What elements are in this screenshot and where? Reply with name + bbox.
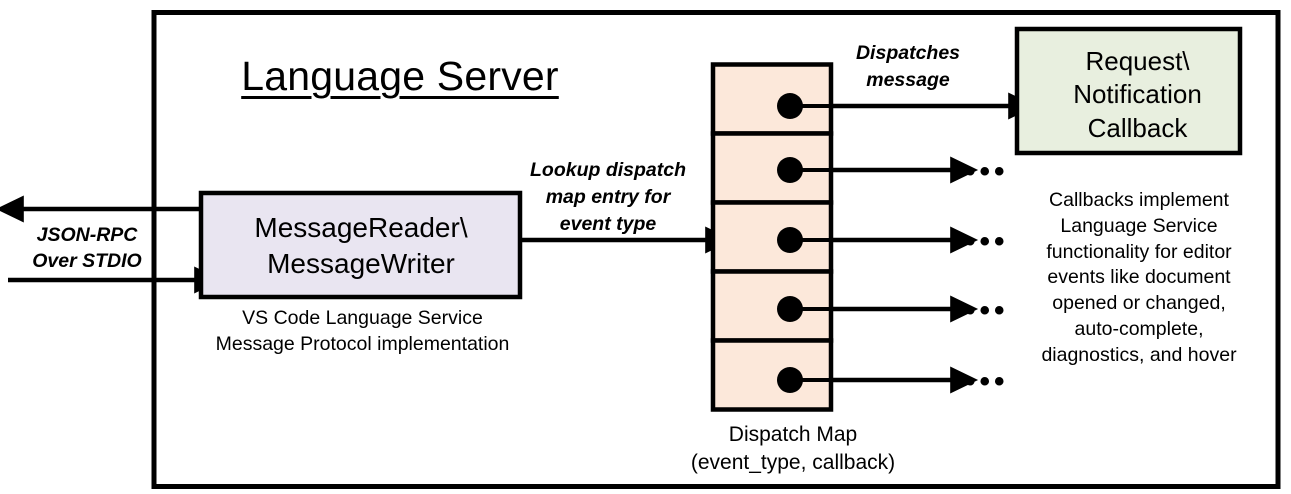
dispatch-row-ellipsis-4: ••• [965,294,1009,327]
message-reader-writer-caption: VS Code Language Service Message Protoco… [215,307,510,355]
json-rpc-channel-label: JSON-RPC Over STDIO [32,224,142,273]
dispatch-map-caption: Dispatch Map (event_type, callback) [690,423,896,474]
dispatch-map-cell-4 [710,269,834,343]
callback-box-caption: Callbacks implement Language Service fun… [1041,189,1237,366]
dispatch-row-ellipsis-2: ••• [965,155,1009,188]
dispatch-row-ellipsis-5: ••• [965,365,1009,398]
message-reader-writer-box [198,190,523,300]
dispatches-message-edge-label: Dispatches message [855,42,961,91]
dispatch-map-cell-1 [710,62,834,136]
message-reader-writer-label: MessageReader\ MessageWriter [254,212,468,279]
language-server-frame [151,10,1281,489]
dispatch-map-cell-5 [710,338,834,412]
callback-box [1014,26,1243,156]
dispatch-map-cell-3 [710,200,834,274]
callback-box-label: Request\ Notification Callback [1073,46,1202,143]
page-title: Language Server [241,53,559,99]
lookup-dispatch-edge-label: Lookup dispatch map entry for event type [530,159,686,235]
dispatch-row-ellipsis-3: ••• [965,225,1009,258]
